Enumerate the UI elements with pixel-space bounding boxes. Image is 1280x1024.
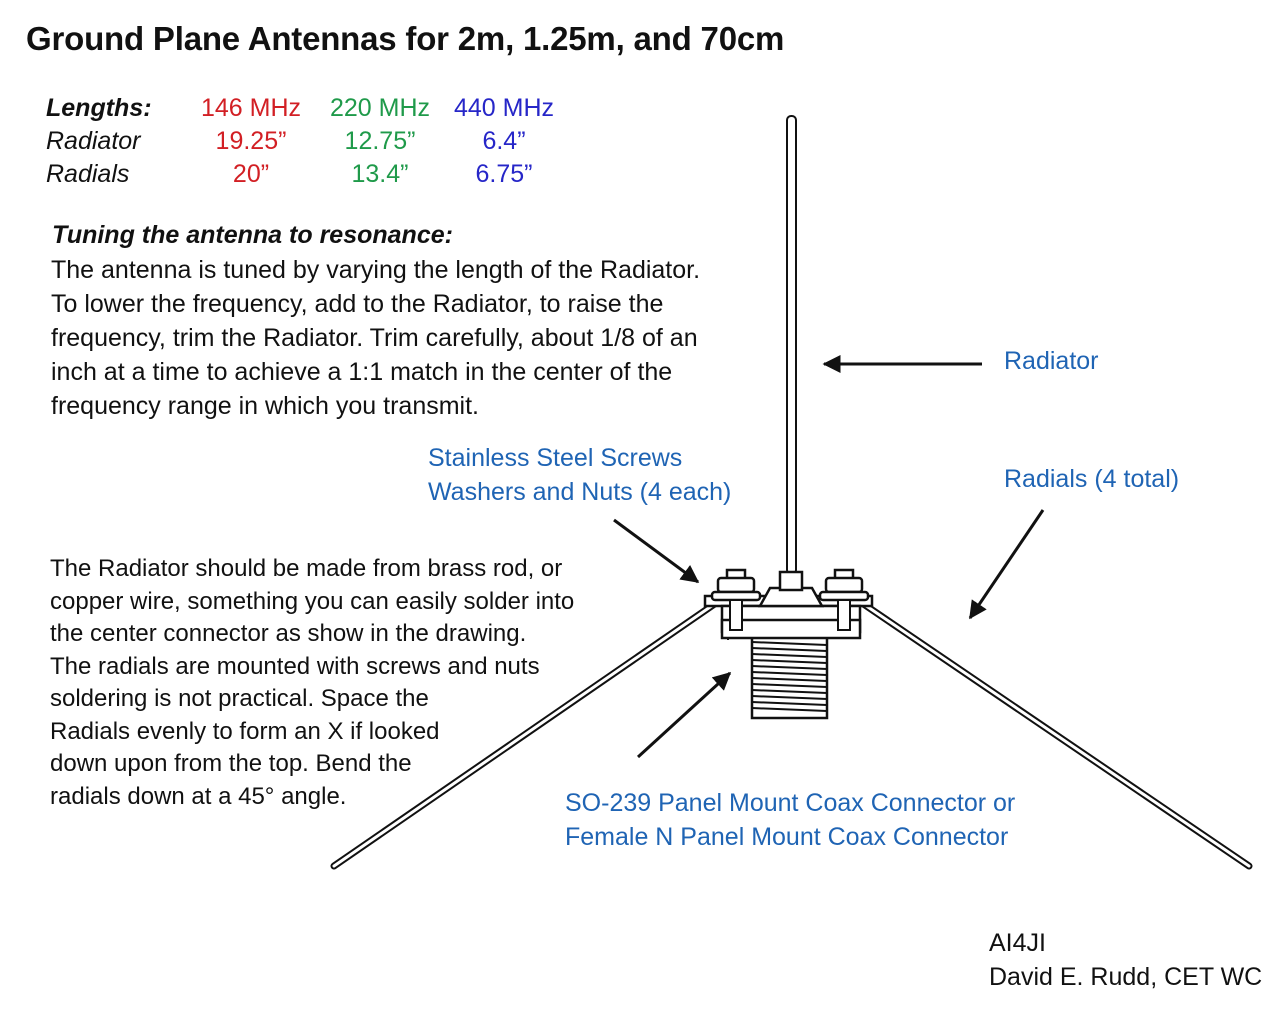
thread-line [751, 689, 828, 694]
thread-line [751, 671, 828, 676]
radials-length-440: 6.75” [475, 160, 533, 188]
tuning-line: The antenna is tuned by varying the leng… [51, 256, 701, 284]
note-line: radials down at a 45° angle. [50, 782, 347, 810]
note-line: soldering is not practical. Space the [50, 685, 429, 712]
callsign: AI4JI [989, 929, 1046, 957]
radiator-length-440: 6.4” [482, 127, 526, 155]
screws-callout-line: Washers and Nuts (4 each) [428, 478, 732, 506]
thread-line [751, 677, 828, 682]
note-line: down upon from the top. Bend the [50, 750, 412, 777]
radials-length-row: Radials 20” 13.4” 6.75” [46, 158, 564, 191]
note-line: The radials are mounted with screws and … [50, 652, 540, 680]
left-screw-nut [710, 568, 762, 631]
tuning-line: frequency range in which you transmit. [51, 392, 479, 420]
thread-line [751, 653, 828, 658]
thread-line [751, 695, 828, 700]
lengths-header-label: Lengths: [46, 94, 152, 122]
radials-length-146: 20” [232, 160, 270, 188]
author-signature: AI4JI David E. Rudd, CET WC [989, 926, 1262, 994]
screws-callout-line: Stainless Steel Screws [428, 444, 683, 472]
radiator-length-146: 19.25” [215, 127, 287, 155]
right-screw-nut [818, 568, 870, 631]
thread-line [751, 647, 828, 652]
tuning-heading: Tuning the antenna to resonance: [52, 221, 453, 249]
lengths-table: Lengths: 146 MHz 220 MHz 440 MHz Radiato… [46, 92, 564, 191]
page-title: Ground Plane Antennas for 2m, 1.25m, and… [26, 20, 785, 57]
thread-line [751, 683, 828, 688]
radiator-length-220: 12.75” [344, 127, 416, 155]
radiator-callout-label: Radiator [1004, 347, 1099, 375]
thread-line [751, 659, 828, 664]
radials-callout-label: Radials (4 total) [1004, 465, 1180, 493]
radiator-row-label: Radiator [46, 127, 141, 155]
connector-flange [703, 570, 874, 640]
connector-arrow [636, 671, 732, 759]
radiator-length-row: Radiator 19.25” 12.75” 6.4” [46, 125, 564, 158]
lengths-header-row: Lengths: 146 MHz 220 MHz 440 MHz [46, 92, 564, 125]
screws-arrow [613, 518, 700, 584]
freq-146: 146 MHz [200, 94, 302, 122]
screws-callout-label: Stainless Steel Screws Washers and Nuts … [428, 441, 731, 509]
tuning-instructions: The antenna is tuned by varying the leng… [51, 253, 700, 423]
coax-connector-thread [750, 634, 829, 720]
note-line: copper wire, something you can easily so… [50, 587, 575, 615]
freq-440: 440 MHz [453, 94, 555, 122]
thread-line [751, 701, 828, 706]
construction-note: The Radiator should be made from brass r… [50, 553, 574, 813]
radials-row-label: Radials [46, 160, 130, 188]
connector-callout-label: SO-239 Panel Mount Coax Connector or Fem… [565, 786, 1015, 854]
freq-220: 220 MHz [329, 94, 431, 122]
right-radial [858, 599, 1253, 870]
connector-callout-line: Female N Panel Mount Coax Connector [565, 823, 1009, 851]
thread-line [751, 665, 828, 670]
tuning-line: inch at a time to achieve a 1:1 match in… [51, 358, 673, 386]
thread-line [751, 707, 828, 712]
left-radial [330, 599, 720, 870]
note-line: the center connector as show in the draw… [50, 620, 527, 647]
radials-arrow [968, 509, 1045, 620]
note-line: Radials evenly to form an X if looked [50, 717, 440, 745]
tuning-line: frequency, trim the Radiator. Trim caref… [51, 324, 698, 352]
author-name: David E. Rudd, CET WC [989, 963, 1263, 991]
radiator-rod [786, 115, 797, 575]
tuning-line: To lower the frequency, add to the Radia… [51, 290, 664, 318]
connector-callout-line: SO-239 Panel Mount Coax Connector or [565, 789, 1016, 817]
note-line: The Radiator should be made from brass r… [50, 555, 563, 582]
radials-length-220: 13.4” [351, 160, 409, 188]
thread-line [751, 641, 828, 646]
